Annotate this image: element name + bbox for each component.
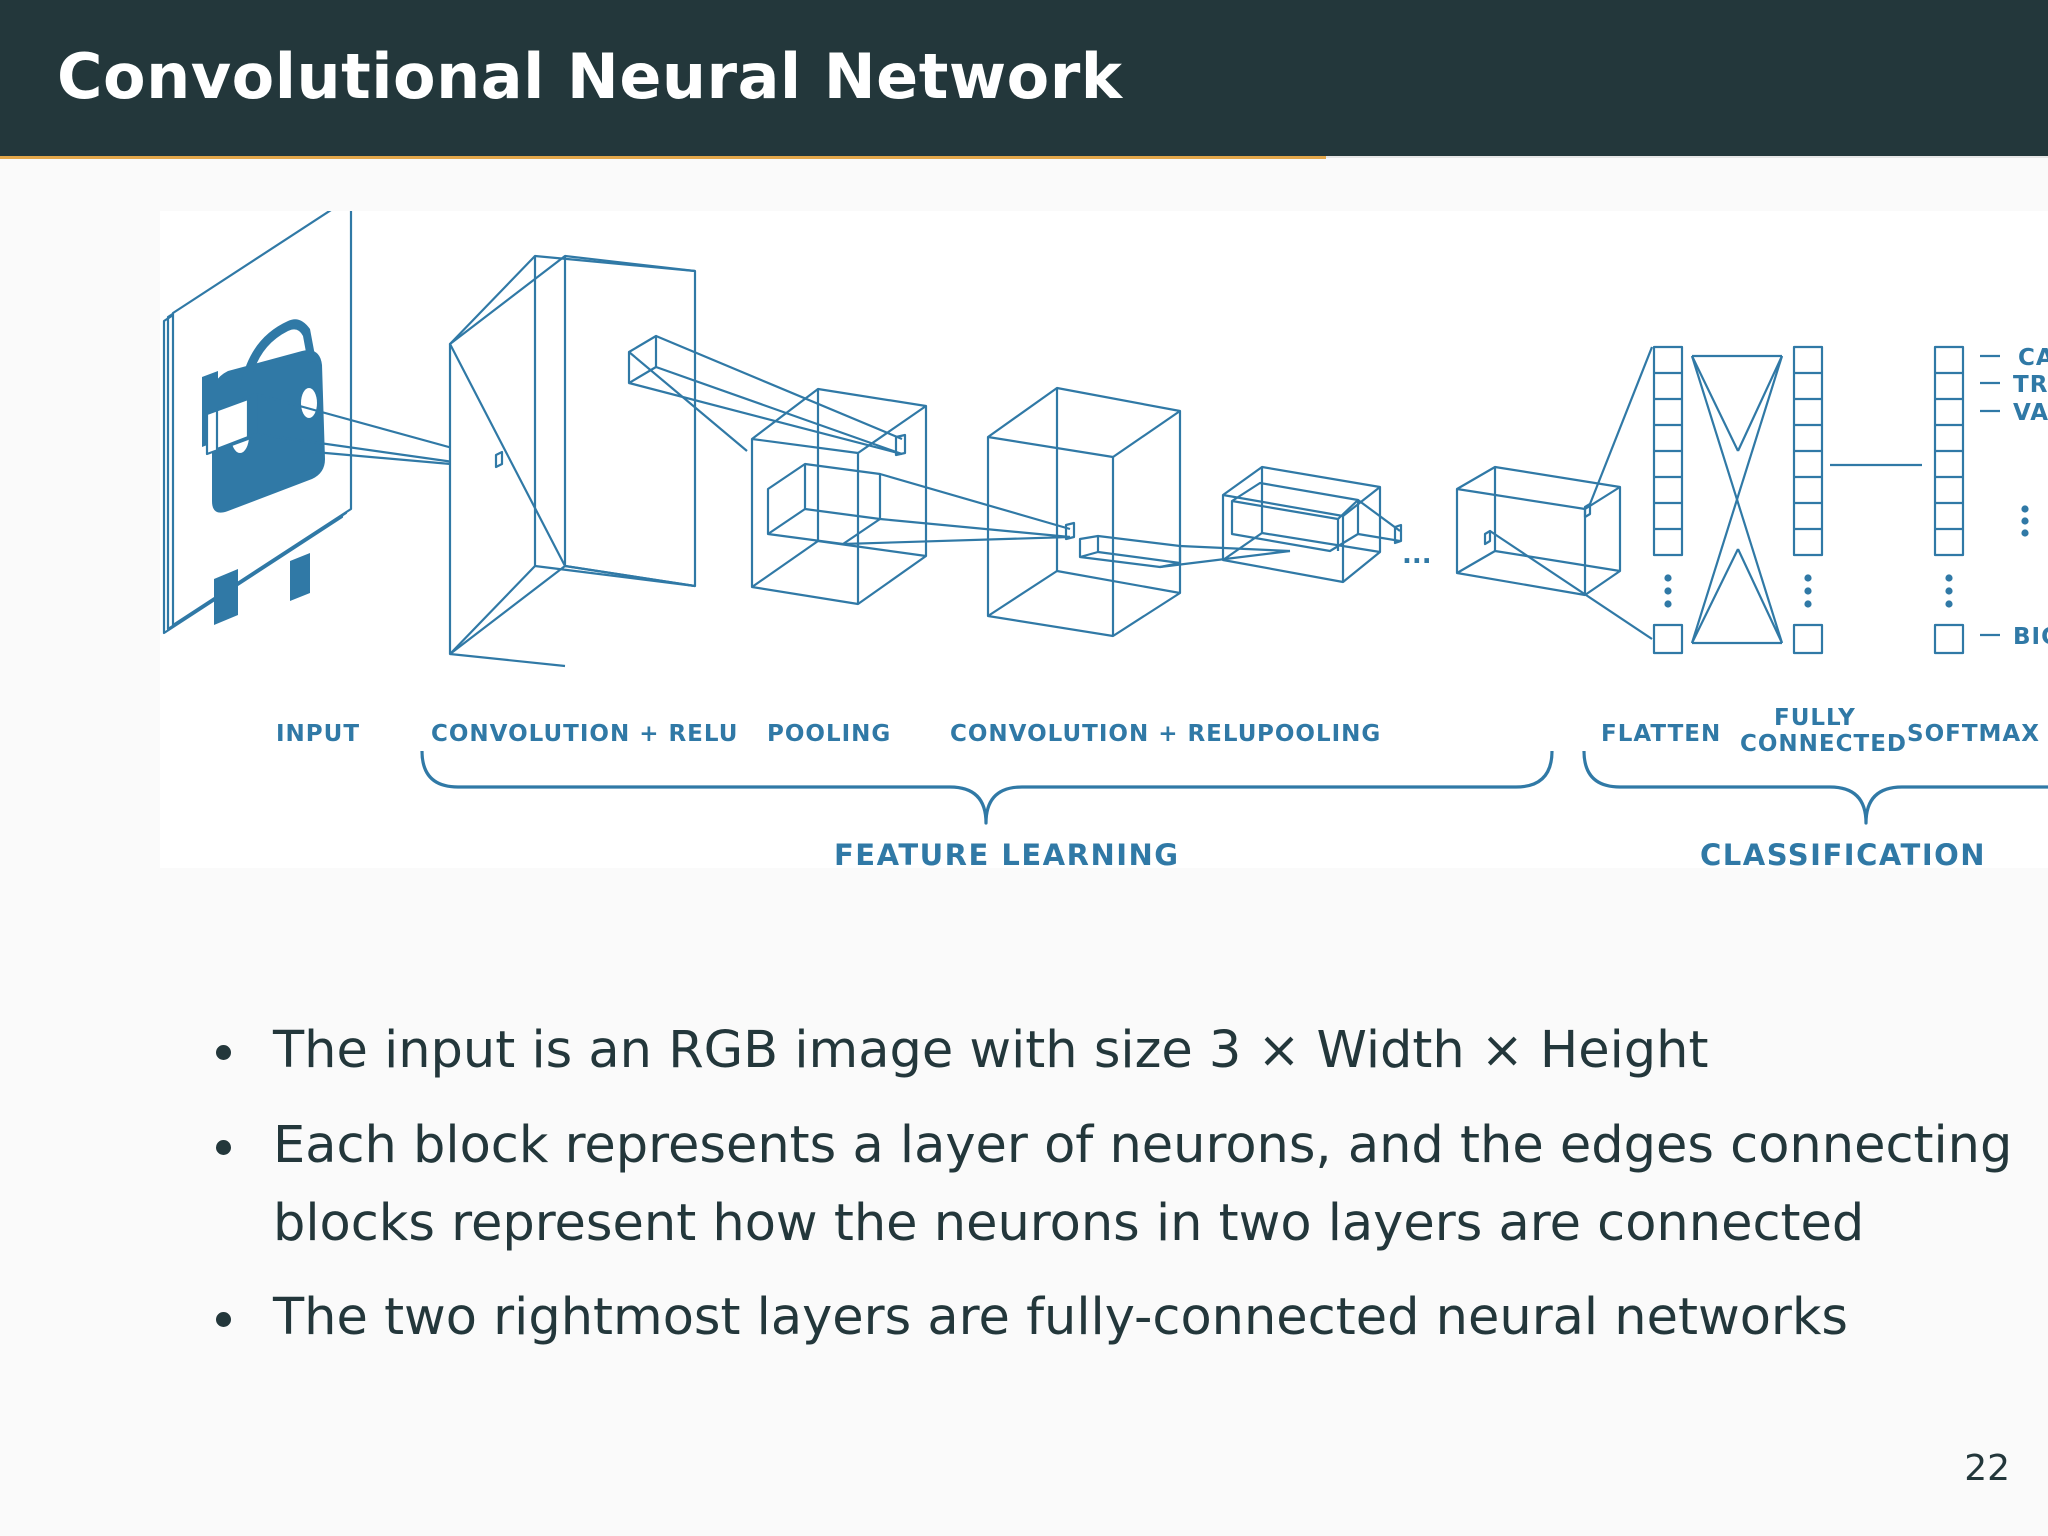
class-label-3: VA	[2013, 400, 2048, 426]
slide-title: Convolutional Neural Network	[57, 40, 1123, 113]
label-input: INPUT	[276, 721, 360, 747]
pool2-block	[1221, 465, 1403, 584]
header-divider	[1326, 156, 2048, 158]
label-flatten: FLATTEN	[1601, 721, 1721, 747]
classification-brace	[1582, 750, 2048, 825]
label-conv2: CONVOLUTION + RELU	[950, 721, 1257, 747]
pool1-block	[750, 387, 1076, 606]
slide-header: Convolutional Neural Network	[0, 0, 2048, 156]
class-label-4: BIC	[2013, 624, 2048, 650]
bullet-text: Each block represents a layer of neurons…	[273, 1116, 2013, 1175]
final-feature-block	[1455, 346, 1654, 640]
label-classification: CLASSIFICATION	[1700, 838, 1986, 868]
label-conv1: CONVOLUTION + RELU	[431, 721, 738, 747]
label-softmax: SOFTMAX	[1907, 721, 2040, 747]
bullet-dot	[216, 1045, 231, 1060]
bullet-text: The two rightmost layers are fully-conne…	[273, 1288, 1848, 1347]
bullet-dot	[216, 1312, 231, 1327]
fc-connections	[1690, 354, 1784, 645]
cnn-diagram: ...	[160, 211, 2048, 868]
fully-connected-column	[1792, 345, 1922, 655]
bullet-dot	[216, 1140, 231, 1155]
bullet-text: The input is an RGB image with size 3 × …	[273, 1021, 1709, 1080]
header-accent-rule	[0, 156, 1326, 159]
label-feature-learning: FEATURE LEARNING	[834, 838, 1180, 868]
conv1-block	[448, 254, 907, 668]
input-receptive-field	[205, 392, 497, 470]
label-fully-connected-2: CONNECTED	[1740, 731, 1907, 757]
bullet-text-continued: blocks represent how the neurons in two …	[273, 1194, 1865, 1253]
cnn-diagram-svg: ...	[162, 211, 2048, 868]
layer-ellipsis: ...	[1402, 540, 1432, 570]
label-pool1: POOLING	[767, 721, 891, 747]
class-label-2: TRU	[2013, 372, 2048, 398]
conv2-block	[986, 386, 1291, 638]
class-label-1: CA	[2018, 345, 2048, 371]
feature-learning-brace	[420, 750, 1554, 825]
label-fully-connected-1: FULLY	[1774, 705, 1856, 731]
page-number: 22	[1964, 1448, 2010, 1489]
label-pool2: POOLING	[1257, 721, 1381, 747]
flatten-column	[1652, 345, 1684, 655]
softmax-column	[1933, 345, 2029, 655]
